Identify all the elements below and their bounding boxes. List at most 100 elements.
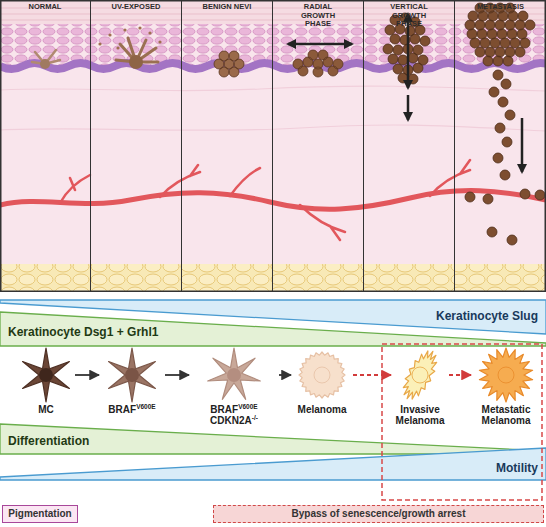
- box-label: Bypass of senescence/growth arrest: [214, 506, 543, 521]
- stage-name: Metastatic Melanoma: [482, 404, 531, 426]
- cell-body: [23, 348, 70, 402]
- cell-nucleus: [125, 368, 139, 382]
- tumor-cell-cluster: [465, 3, 545, 245]
- basal-layer: [0, 63, 546, 69]
- cell-body: [208, 348, 261, 399]
- stage-name: MC: [38, 404, 54, 415]
- superscript-label: -/-: [252, 414, 258, 421]
- wedge-polygon: [0, 312, 546, 346]
- cell-stage: Invasive Melanoma: [392, 346, 448, 426]
- cell-body: [479, 348, 532, 402]
- wedge-label: Differentiation: [8, 434, 89, 448]
- fat-layer: [0, 264, 546, 292]
- stage-name: Melanoma: [298, 404, 347, 415]
- melanocyte: [40, 59, 50, 69]
- cell-nucleus: [314, 367, 330, 383]
- stage-name: BRAF: [108, 404, 136, 415]
- dermis: [0, 0, 546, 292]
- blood-vessel: [0, 191, 546, 210]
- cell-stage: Metastatic Melanoma: [472, 346, 540, 426]
- metastasis-arrow: [521, 118, 524, 172]
- superscript-label: V600E: [238, 403, 258, 410]
- superscript-label: V600E: [136, 403, 156, 410]
- tumor-cells: [98, 3, 545, 245]
- cell-stage: BRAFV600E CDKN2A-/-: [190, 346, 278, 426]
- panel-heading: BENIGN NEVI: [182, 3, 272, 12]
- radial-growth-arrow: [288, 43, 352, 46]
- cell-label: BRAFV600E CDKN2A-/-: [190, 404, 278, 426]
- tumor-cell-cluster: [214, 51, 244, 77]
- cell-shape: [100, 346, 164, 404]
- skin-illustration: [0, 0, 546, 292]
- stratum-lines: [0, 8, 546, 20]
- stage-name: BRAF: [210, 404, 238, 415]
- flow-arrow: [75, 374, 99, 376]
- cell-shape: [190, 346, 278, 404]
- stage-panel: RADIAL GROWTH PHASE: [273, 0, 364, 292]
- panel-heading: NORMAL: [0, 3, 90, 12]
- flow-arrow: [449, 374, 471, 376]
- edge-group: [75, 375, 471, 376]
- cell-label: Melanoma: [292, 404, 352, 415]
- wedge-shape: [0, 448, 546, 480]
- wedge-label: Motility: [496, 461, 538, 475]
- stage-label: RADIAL GROWTH PHASE: [301, 2, 335, 28]
- wedge-polygon: [0, 424, 546, 454]
- panel-heading: RADIAL GROWTH PHASE: [273, 3, 363, 29]
- stage-name: CDKN2A: [210, 415, 252, 426]
- collagen-fibres: [0, 86, 546, 131]
- cell-shape: [472, 346, 540, 404]
- stage-label: VERTICAL GROWTH PHASE: [390, 2, 428, 28]
- cell-body: [299, 352, 345, 398]
- panel-heading: METASTASIS: [455, 3, 546, 12]
- wedge-label: Keratinocyte Dsg1 + Grhl1: [8, 325, 158, 339]
- cell-stage: MC: [18, 346, 74, 415]
- flow-arrow: [165, 374, 189, 376]
- cell-shape: [292, 346, 352, 404]
- dashed-bracket-box: [382, 344, 542, 500]
- cell-stage: Melanoma: [292, 346, 352, 415]
- gradient-wedge: Motility: [0, 448, 546, 480]
- stage-name: Invasive Melanoma: [396, 404, 445, 426]
- wedge-label: Keratinocyte Slug: [436, 309, 538, 323]
- stage-panel: BENIGN NEVI: [182, 0, 273, 292]
- cell-nucleus: [498, 367, 514, 383]
- stratum-corneum: [0, 0, 546, 24]
- label-box: Pigmentation: [2, 505, 78, 523]
- cell-label: Invasive Melanoma: [392, 404, 448, 426]
- invasion-arrow: [407, 95, 410, 120]
- cell-stage: BRAFV600E: [100, 346, 164, 415]
- stage-label: BENIGN NEVI: [203, 2, 252, 11]
- cell-body: [403, 351, 436, 399]
- cell-label: Metastatic Melanoma: [472, 404, 540, 426]
- stage-panel: UV-EXPOSED: [91, 0, 182, 292]
- cell-nucleus: [412, 367, 428, 383]
- gradient-wedge: Keratinocyte Dsg1 + Grhl1: [0, 312, 546, 346]
- stage-label: UV-EXPOSED: [112, 2, 161, 11]
- stage-panel: VERTICAL GROWTH PHASE: [364, 0, 455, 292]
- cell-nucleus: [39, 368, 53, 382]
- cell-shape: [392, 346, 448, 404]
- stage-label: METASTASIS: [477, 2, 524, 11]
- cell-nucleus: [227, 368, 241, 382]
- cell-label: BRAFV600E: [100, 404, 164, 415]
- label-box: Bypass of senescence/growth arrest: [213, 505, 544, 523]
- panel-heading: VERTICAL GROWTH PHASE: [364, 3, 454, 29]
- illustration-frame: [1, 1, 546, 292]
- box-label: Pigmentation: [3, 506, 77, 521]
- melanocyte: [129, 55, 143, 69]
- stage-panel: METASTASIS: [455, 0, 546, 292]
- stage-panel: NORMAL: [0, 0, 91, 292]
- tumor-cell-cluster: [293, 50, 343, 77]
- cell-body: [109, 348, 156, 402]
- tumor-cell-cluster: [98, 26, 161, 49]
- flow-arrow: [353, 374, 391, 376]
- vessel-branches: [60, 160, 470, 240]
- cell-shape: [18, 346, 74, 404]
- wedge-polygon: [0, 448, 546, 480]
- cell-label: MC: [18, 404, 74, 415]
- gradient-wedge: Differentiation: [0, 424, 546, 454]
